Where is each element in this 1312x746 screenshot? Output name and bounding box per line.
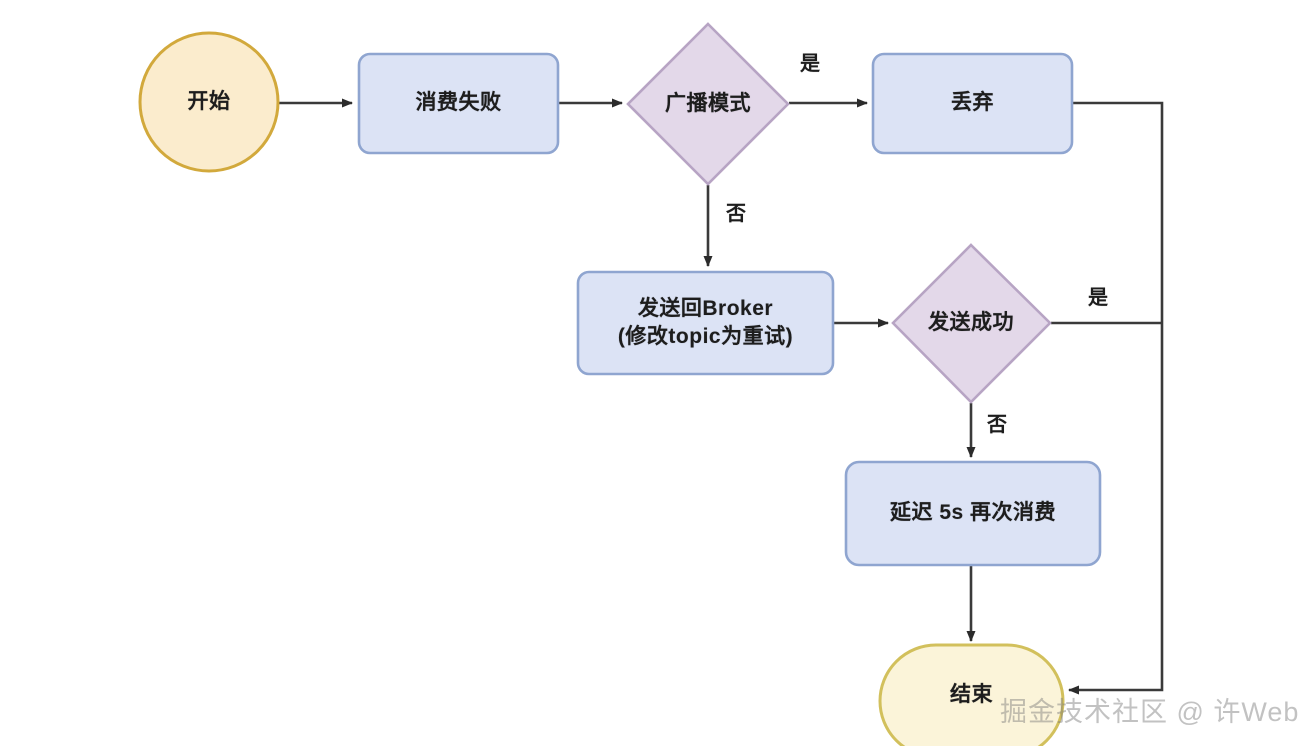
watermark: 掘金技术社区 @ 许Web — [1000, 697, 1300, 727]
node-delay-retry[interactable] — [844, 460, 1102, 567]
node-broadcast-mode[interactable] — [626, 22, 790, 186]
edge-label-broadcast-no: 否 — [726, 203, 746, 225]
node-start[interactable] — [138, 31, 280, 173]
node-send-success[interactable] — [891, 243, 1052, 404]
node-consume-failed[interactable] — [357, 52, 560, 155]
edge-label-broadcast-yes: 是 — [800, 53, 820, 75]
edge-label-sendok-no: 否 — [987, 414, 1007, 436]
node-end[interactable] — [878, 643, 1065, 746]
edge-discard-to-end — [1068, 101, 1164, 695]
node-discard[interactable] — [871, 52, 1074, 155]
edge-label-sendok-yes: 是 — [1088, 287, 1108, 309]
edge-group — [279, 98, 1164, 695]
node-send-back-broker[interactable] — [576, 270, 835, 376]
